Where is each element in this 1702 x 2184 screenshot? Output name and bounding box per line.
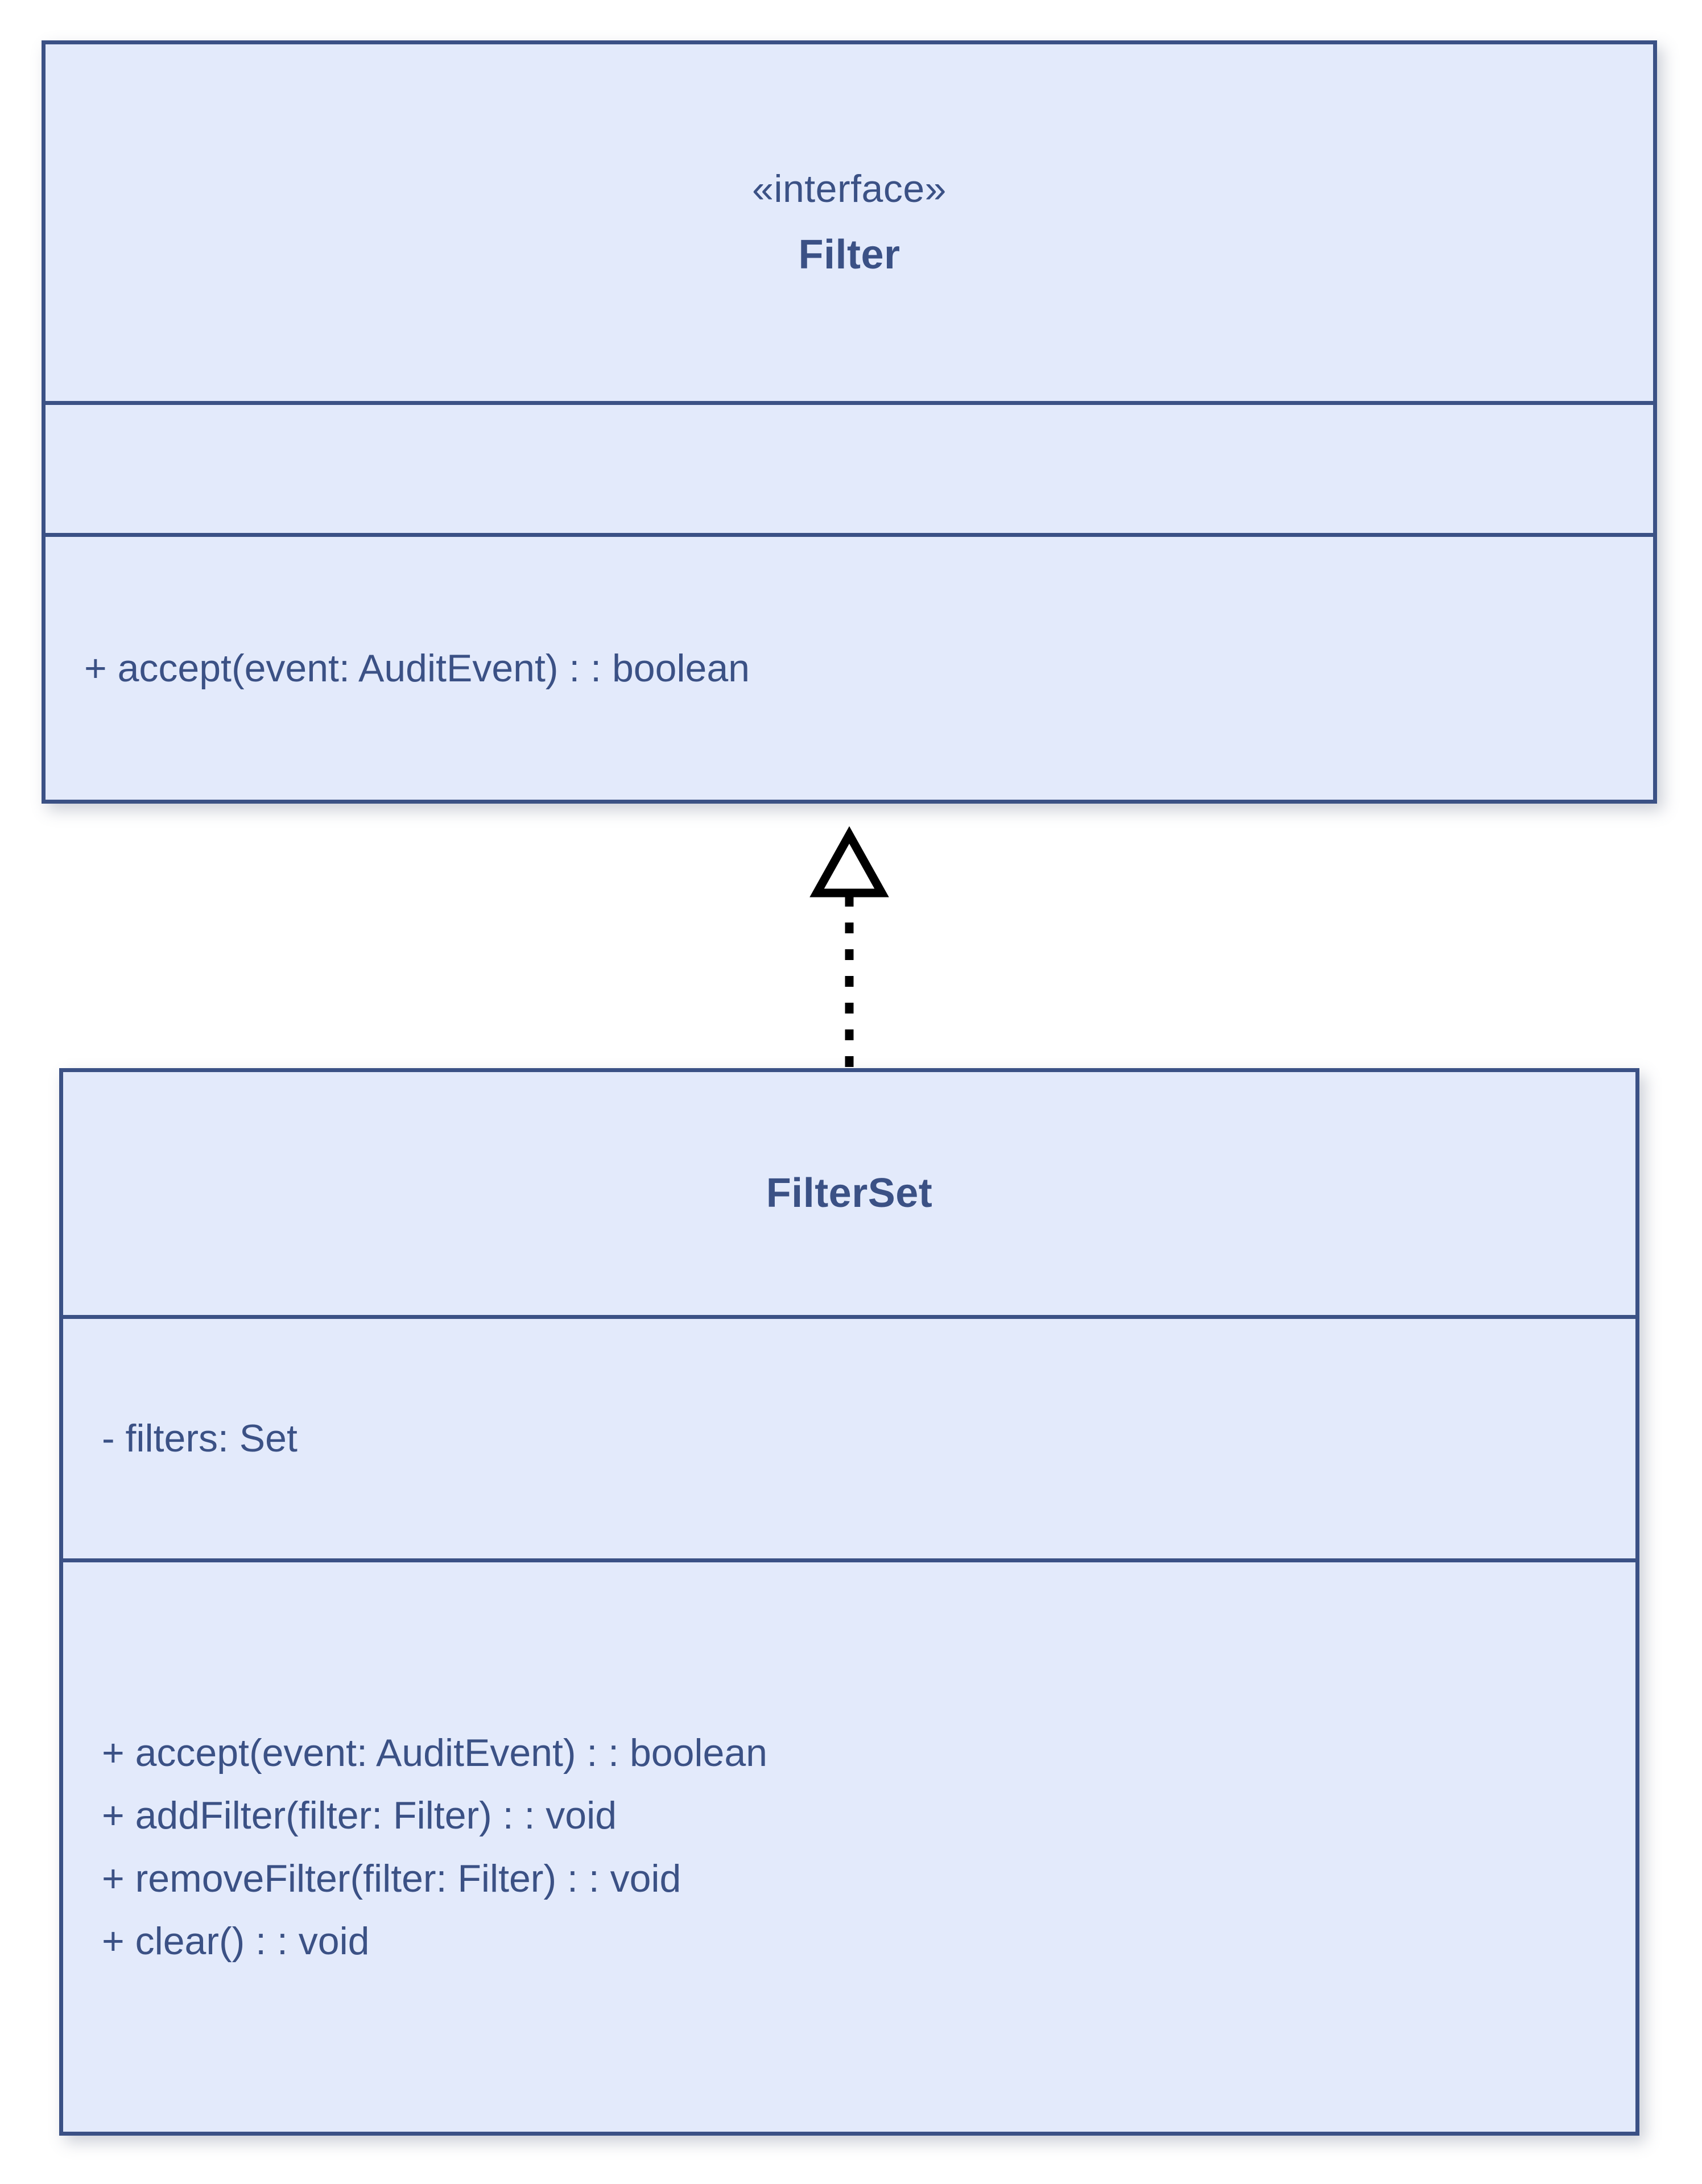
class-methods-filter: + accept(event: AuditEvent) : : boolean: [46, 533, 1653, 800]
class-method: + clear() : : void: [102, 1919, 370, 1963]
class-attributes-filterset: - filters: Set: [63, 1315, 1635, 1558]
hollow-triangle-arrowhead: [809, 826, 889, 897]
class-header-filter: «interface» Filter: [46, 44, 1653, 401]
class-methods-filterset: + accept(event: AuditEvent) : : boolean …: [63, 1558, 1635, 2132]
class-header-filterset: FilterSet: [63, 1072, 1635, 1315]
class-attributes-filter: [46, 401, 1653, 533]
class-stereotype: «interface»: [752, 167, 947, 210]
class-name: Filter: [798, 232, 900, 278]
class-name: FilterSet: [766, 1170, 933, 1217]
class-box-filterset[interactable]: FilterSet - filters: Set + accept(event:…: [59, 1068, 1639, 2136]
class-method: + addFilter(filter: Filter) : : void: [102, 1794, 617, 1838]
class-attribute: - filters: Set: [102, 1417, 298, 1461]
class-method: + removeFilter(filter: Filter) : : void: [102, 1856, 681, 1900]
class-box-filter[interactable]: «interface» Filter + accept(event: Audit…: [42, 40, 1657, 804]
class-method: + accept(event: AuditEvent) : : boolean: [102, 1731, 767, 1774]
class-method: + accept(event: AuditEvent) : : boolean: [84, 646, 750, 690]
realization-connector: [809, 826, 889, 1075]
